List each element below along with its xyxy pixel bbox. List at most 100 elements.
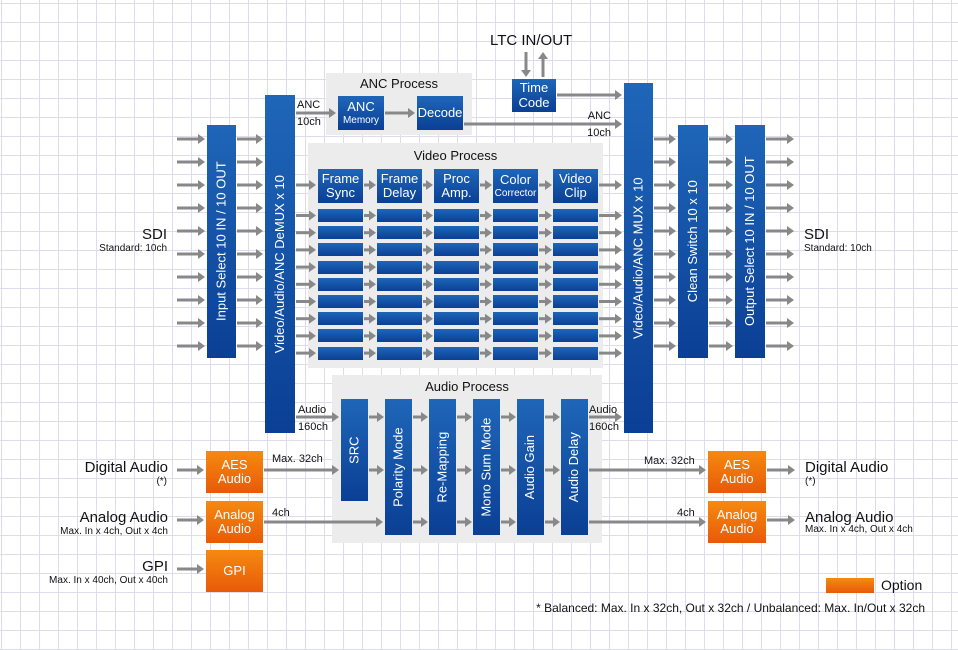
input-to-demux-arrow [237, 295, 263, 305]
sdi-out-arrow [766, 226, 794, 236]
mux-to-switch-arrow [654, 157, 676, 167]
video-out-arrow [599, 244, 622, 255]
video-stage-arrow [480, 296, 492, 307]
video-channel-block [553, 260, 598, 274]
video-stage-arrow [480, 210, 492, 221]
analog-audio-out-arrow [767, 515, 795, 525]
sdi-in-sub: Standard: 10ch [99, 243, 167, 254]
sdi-out-sub: Standard: 10ch [804, 243, 872, 254]
analog-in-channel-label: 4ch [272, 507, 290, 519]
footnote: * Balanced: Max. In x 32ch, Out x 32ch /… [536, 601, 925, 615]
video-stage-arrow [539, 262, 552, 273]
video-channel-block [377, 277, 422, 291]
video-stage-arrow [423, 244, 433, 255]
sdi-in-title: SDI [141, 226, 167, 243]
video-in-arrow [296, 279, 316, 290]
digital-audio-in-title: Digital Audio [84, 459, 168, 476]
analog-out-channel-label: 4ch [677, 507, 695, 519]
gpi-in-sub: Max. In x 40ch, Out x 40ch [49, 575, 168, 586]
video-channel-block [318, 346, 363, 360]
analog-audio-out-sub: Max. In x 4ch, Out x 4ch [805, 524, 913, 535]
video-stage-arrow [480, 330, 492, 341]
video-stage-arrow [423, 262, 433, 273]
input-to-demux-arrow [237, 157, 263, 167]
demux-block: Video/Audio/ANC DeMUX x 10 [265, 95, 295, 433]
audio-stage-1: SRC [341, 399, 368, 501]
digital-audio-out-sub: (*) [805, 476, 816, 487]
audio-stage-arrow [545, 517, 560, 527]
audio-stage-arrow [457, 465, 472, 475]
video-stage-arrow [364, 313, 376, 324]
audio-stage-arrow [501, 517, 516, 527]
analog-audio-out-title: Analog Audio [805, 509, 894, 526]
gpi-in-title: GPI [142, 558, 168, 575]
input-to-demux-arrow [237, 226, 263, 236]
audio-process-title: Audio Process [425, 379, 509, 394]
sdi-in-arrow [177, 272, 205, 282]
video-channel-block [434, 243, 479, 257]
sdi-in-arrow [177, 295, 205, 305]
sdi-out-arrow [766, 295, 794, 305]
video-out-arrow [599, 227, 622, 238]
video-stage-arrow [423, 313, 433, 324]
anc-process-title: ANC Process [359, 76, 439, 91]
audio-process-panel: Audio Process [332, 375, 602, 543]
switch-to-output-arrow [709, 249, 733, 259]
input-to-demux-arrow [237, 318, 263, 328]
video-channel-block [318, 295, 363, 308]
audio-in-arrow [296, 412, 339, 422]
video-channel-block [434, 226, 479, 240]
video-stage-arrow [364, 244, 376, 255]
video-stage-arrow [423, 279, 433, 290]
video-channel-block [318, 226, 363, 240]
mux-to-switch-arrow [654, 134, 676, 144]
sdi-in-arrow [177, 318, 205, 328]
video-stage-arrow [480, 313, 492, 324]
decode-block: Decode [417, 96, 463, 130]
video-channel-block [493, 346, 538, 360]
video-stage-arrow [423, 227, 433, 238]
video-channel-block [434, 295, 479, 308]
digital-audio-in-sub: (*) [156, 476, 167, 487]
aes-in-channel-label: Max. 32ch [272, 453, 323, 465]
switch-to-output-arrow [709, 341, 733, 351]
digital-audio-in-arrow [177, 465, 204, 475]
legend-option-label: Option [881, 577, 923, 593]
video-stage-arrow [423, 180, 433, 190]
video-in-arrow [296, 330, 316, 341]
output-select-block: Output Select 10 IN / 10 OUT [735, 125, 765, 358]
sdi-in-arrow [177, 180, 205, 190]
mux-to-switch-arrow [654, 341, 676, 351]
anc-in-arrow [296, 108, 336, 118]
video-stage-arrow [539, 244, 552, 255]
analog-out-arrow [589, 517, 706, 527]
ltc-out-arrow [538, 52, 548, 77]
video-out-arrow [599, 279, 622, 290]
input-to-demux-arrow [237, 249, 263, 259]
sdi-out-arrow [766, 318, 794, 328]
audio-stage-arrow [369, 465, 384, 475]
sdi-in-arrow [177, 249, 205, 259]
video-stage-arrow [539, 313, 552, 324]
gpi-block: GPI [206, 550, 263, 592]
video-in-arrow [296, 227, 316, 238]
audio-stage-arrow [369, 412, 384, 422]
video-stage-arrow [364, 262, 376, 273]
input-to-demux-arrow [237, 134, 263, 144]
digital-audio-out-title: Digital Audio [805, 459, 889, 476]
video-channel-block [553, 329, 598, 343]
video-stage-arrow [364, 180, 376, 190]
video-stage-arrow [539, 180, 552, 190]
video-stage-arrow [539, 348, 552, 359]
video-out-arrow [599, 262, 622, 273]
video-channel-block [434, 277, 479, 291]
sdi-out-arrow [766, 180, 794, 190]
